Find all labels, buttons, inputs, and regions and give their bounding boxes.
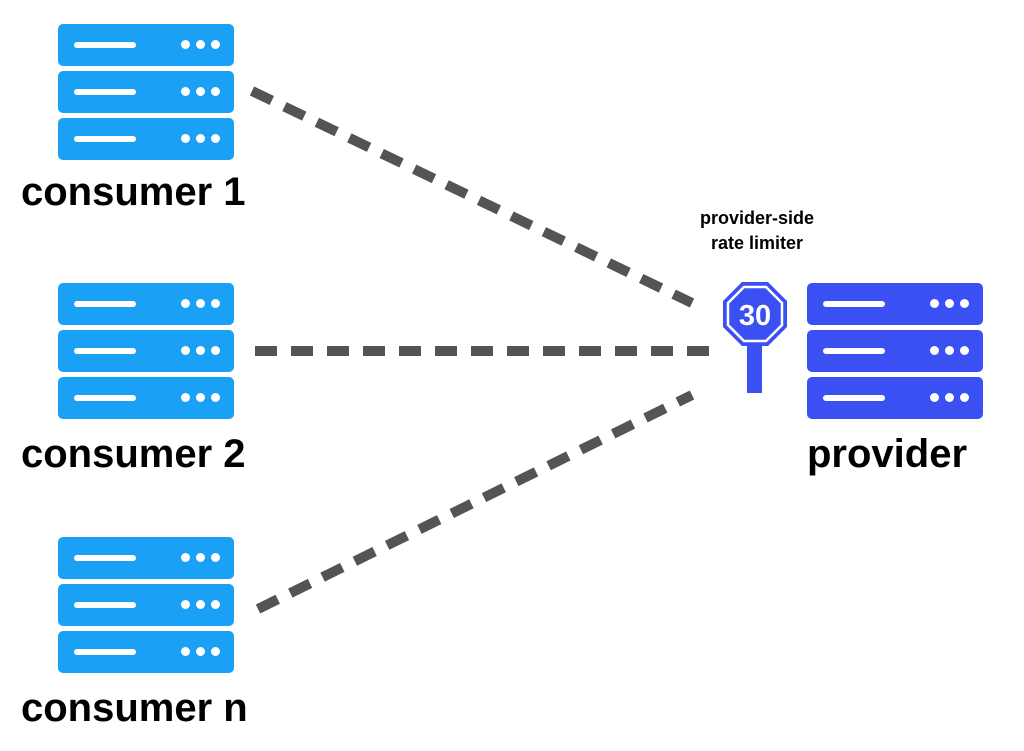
server-unit [807, 377, 983, 419]
server-unit [58, 118, 234, 160]
rate-limiter-caption: provider-side rate limiter [672, 206, 842, 256]
consumer-2-server-icon [58, 283, 234, 424]
server-unit [58, 330, 234, 372]
server-unit [807, 330, 983, 372]
consumer-n-label: consumer n [21, 686, 248, 730]
rate-limiter-caption-line1: provider-side [699, 208, 815, 228]
consumer-1-server-icon [58, 24, 234, 165]
server-unit [58, 24, 234, 66]
connector-consumer-n [255, 390, 695, 614]
server-unit [58, 377, 234, 419]
server-unit [58, 71, 234, 113]
server-unit [58, 537, 234, 579]
server-unit [58, 283, 234, 325]
provider-label: provider [807, 432, 968, 476]
provider-server-icon [807, 283, 983, 424]
sign-value: 30 [739, 300, 771, 332]
consumer-1-label: consumer 1 [21, 170, 246, 214]
server-unit [58, 584, 234, 626]
server-unit [807, 283, 983, 325]
speed-limit-sign-icon: 30 [723, 282, 787, 393]
consumer-2-label: consumer 2 [21, 432, 246, 476]
consumer-n-server-icon [58, 537, 234, 678]
server-unit [58, 631, 234, 673]
rate-limiter-caption-line2: rate limiter [710, 233, 804, 253]
connector-consumer-1 [249, 86, 695, 308]
